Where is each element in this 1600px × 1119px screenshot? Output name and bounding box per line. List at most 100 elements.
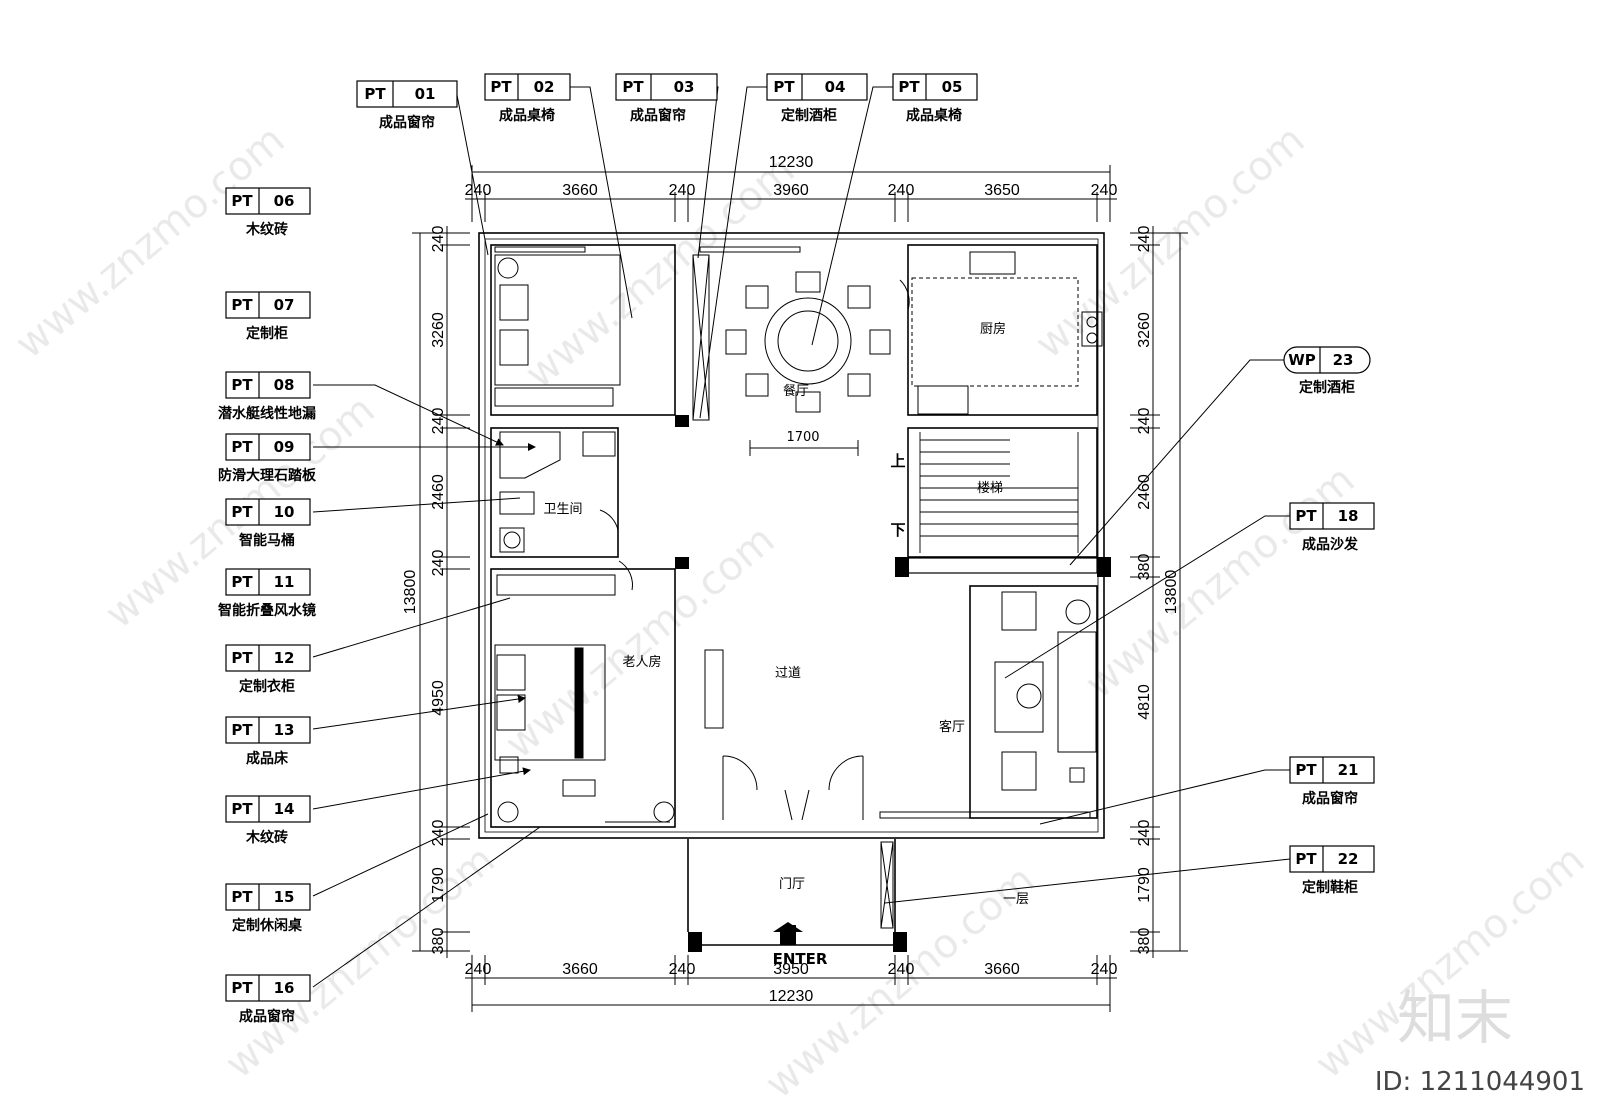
tag-pt06-text: 木纹砖 xyxy=(245,221,288,238)
dim-bottom-5: 240 xyxy=(888,961,915,978)
tag-pt04: PT 04 定制酒柜 xyxy=(766,73,868,124)
dim-left-1: 240 xyxy=(430,226,447,253)
dim-right-4: 2460 xyxy=(1136,474,1153,510)
dim-bottom-2: 3660 xyxy=(562,961,598,978)
tag-pt15-number: 15 xyxy=(274,888,295,906)
tag-pt06-number: 06 xyxy=(274,192,295,210)
dim-right-3: 240 xyxy=(1136,408,1153,435)
tag-pt08-prefix: PT xyxy=(231,376,253,394)
dim-top-2: 3660 xyxy=(562,182,598,199)
brand-logo: 知末 xyxy=(1397,984,1513,1052)
tag-pt06-prefix: PT xyxy=(231,192,253,210)
tag-pt18-text: 成品沙发 xyxy=(1302,536,1359,553)
dim-left-9: 380 xyxy=(430,928,447,955)
tag-pt01: PT 01 成品窗帘 xyxy=(356,80,458,131)
tag-pt08-text: 潜水艇线性地漏 xyxy=(218,405,316,422)
tag-pt05-number: 05 xyxy=(942,78,963,96)
tag-pt04-number: 04 xyxy=(825,78,846,96)
tag-pt04-prefix: PT xyxy=(773,78,795,96)
dim-right-5: 380 xyxy=(1136,554,1153,581)
dim-right-total: 13800 xyxy=(1163,570,1180,615)
leader-lines xyxy=(312,86,1291,988)
tag-pt14-number: 14 xyxy=(274,800,295,818)
stair-up-label: 上 xyxy=(890,452,905,470)
tag-pt05-text: 成品桌椅 xyxy=(906,107,962,124)
tag-pt10-text: 智能马桶 xyxy=(238,532,295,549)
room-elderly: 老人房 xyxy=(622,654,661,670)
tag-pt10: PT 10 智能马桶 xyxy=(225,498,311,549)
dimension-lines xyxy=(412,165,1188,1012)
tags: PT 01 成品窗帘 PT 02 成品桌椅 PT 03 成品窗帘 PT 04 定… xyxy=(217,73,1375,1025)
dim-right-9: 380 xyxy=(1136,928,1153,955)
dim-right-2: 3260 xyxy=(1136,312,1153,348)
dim-top-1: 240 xyxy=(465,182,492,199)
tag-pt18: PT 18 成品沙发 xyxy=(1289,502,1375,553)
watermark-text-3: www.znzmo.com xyxy=(517,147,804,398)
dim-top-total: 12230 xyxy=(769,154,814,171)
room-corridor: 过道 xyxy=(775,666,801,681)
tag-pt22-prefix: PT xyxy=(1295,850,1317,868)
dim-left-2: 3260 xyxy=(430,312,447,348)
tag-pt13-prefix: PT xyxy=(231,721,253,739)
tag-pt12-text: 定制衣柜 xyxy=(239,678,295,695)
tag-pt12: PT 12 定制衣柜 xyxy=(225,644,311,695)
dim-bottom-6: 3660 xyxy=(984,961,1020,978)
tag-pt22-text: 定制鞋柜 xyxy=(1302,879,1358,896)
dim-left-total: 13800 xyxy=(402,570,419,615)
curtains xyxy=(494,246,1091,823)
tag-pt15-prefix: PT xyxy=(231,888,253,906)
tag-pt22-number: 22 xyxy=(1338,850,1359,868)
dim-bottom-4: 3950 xyxy=(773,961,809,978)
dim-right-7: 240 xyxy=(1136,820,1153,847)
tag-pt07-number: 07 xyxy=(274,296,295,314)
tag-pt01-prefix: PT xyxy=(364,85,386,103)
tag-pt08: PT 08 潜水艇线性地漏 xyxy=(218,371,316,422)
doors xyxy=(599,279,910,821)
dim-top-7: 240 xyxy=(1091,182,1118,199)
tag-pt09-number: 09 xyxy=(274,438,295,456)
tag-pt10-prefix: PT xyxy=(231,503,253,521)
entrance-label: ENTER xyxy=(773,950,828,968)
image-id-text: ID: 1211044901 xyxy=(1375,1067,1585,1097)
tag-pt07: PT 07 定制柜 xyxy=(225,291,311,342)
tag-pt11-prefix: PT xyxy=(231,573,253,591)
room-floor-label: 一层 xyxy=(1003,892,1029,907)
tag-pt21-text: 成品窗帘 xyxy=(1302,790,1358,807)
bed-master xyxy=(494,254,621,386)
tag-pt21: PT 21 成品窗帘 xyxy=(1289,756,1375,807)
dining-table xyxy=(725,271,891,456)
dim-right-8: 1790 xyxy=(1136,867,1153,903)
tag-pt01-number: 01 xyxy=(415,85,436,103)
tag-pt22: PT 22 定制鞋柜 xyxy=(1289,845,1375,896)
tag-pt12-number: 12 xyxy=(274,649,295,667)
dim-top-4: 3960 xyxy=(773,182,809,199)
tag-pt09-prefix: PT xyxy=(231,438,253,456)
room-labels: 厨房 餐厅 卫生间 楼梯 老人房 过道 客厅 门厅 一层 上 下 ENTER 1… xyxy=(543,321,1029,968)
dim-top-6: 3650 xyxy=(984,182,1020,199)
watermark-text-7: www.znzmo.com xyxy=(757,857,1044,1108)
tag-pt18-number: 18 xyxy=(1338,507,1359,525)
tag-pt05-prefix: PT xyxy=(898,78,920,96)
stair-down-label: 下 xyxy=(890,521,905,539)
tag-pt16-text: 成品窗帘 xyxy=(239,1008,295,1025)
dim-left-4: 2460 xyxy=(430,474,447,510)
dining-table-dim: 1700 xyxy=(786,430,819,445)
walls xyxy=(478,232,1105,946)
room-foyer: 门厅 xyxy=(779,877,805,892)
staircase xyxy=(904,432,1098,574)
tag-pt15-text: 定制休闲桌 xyxy=(232,917,303,934)
dim-left-5: 240 xyxy=(430,550,447,577)
dim-top-5: 240 xyxy=(888,182,915,199)
tag-pt11-text: 智能折叠风水镜 xyxy=(217,602,316,619)
dim-bottom-total: 12230 xyxy=(769,988,814,1005)
tag-pt07-prefix: PT xyxy=(231,296,253,314)
dim-left-7: 240 xyxy=(430,820,447,847)
tag-pt16: PT 16 成品窗帘 xyxy=(225,974,311,1025)
kitchen-counter xyxy=(911,251,1103,415)
watermark-text-6: www.znzmo.com xyxy=(1077,457,1364,708)
watermark-text-4: www.znzmo.com xyxy=(497,517,784,768)
tag-pt14: PT 14 木纹砖 xyxy=(225,795,311,846)
tag-pt03-number: 03 xyxy=(674,78,695,96)
sofa-set xyxy=(994,591,1097,791)
tag-pt16-number: 16 xyxy=(274,979,295,997)
